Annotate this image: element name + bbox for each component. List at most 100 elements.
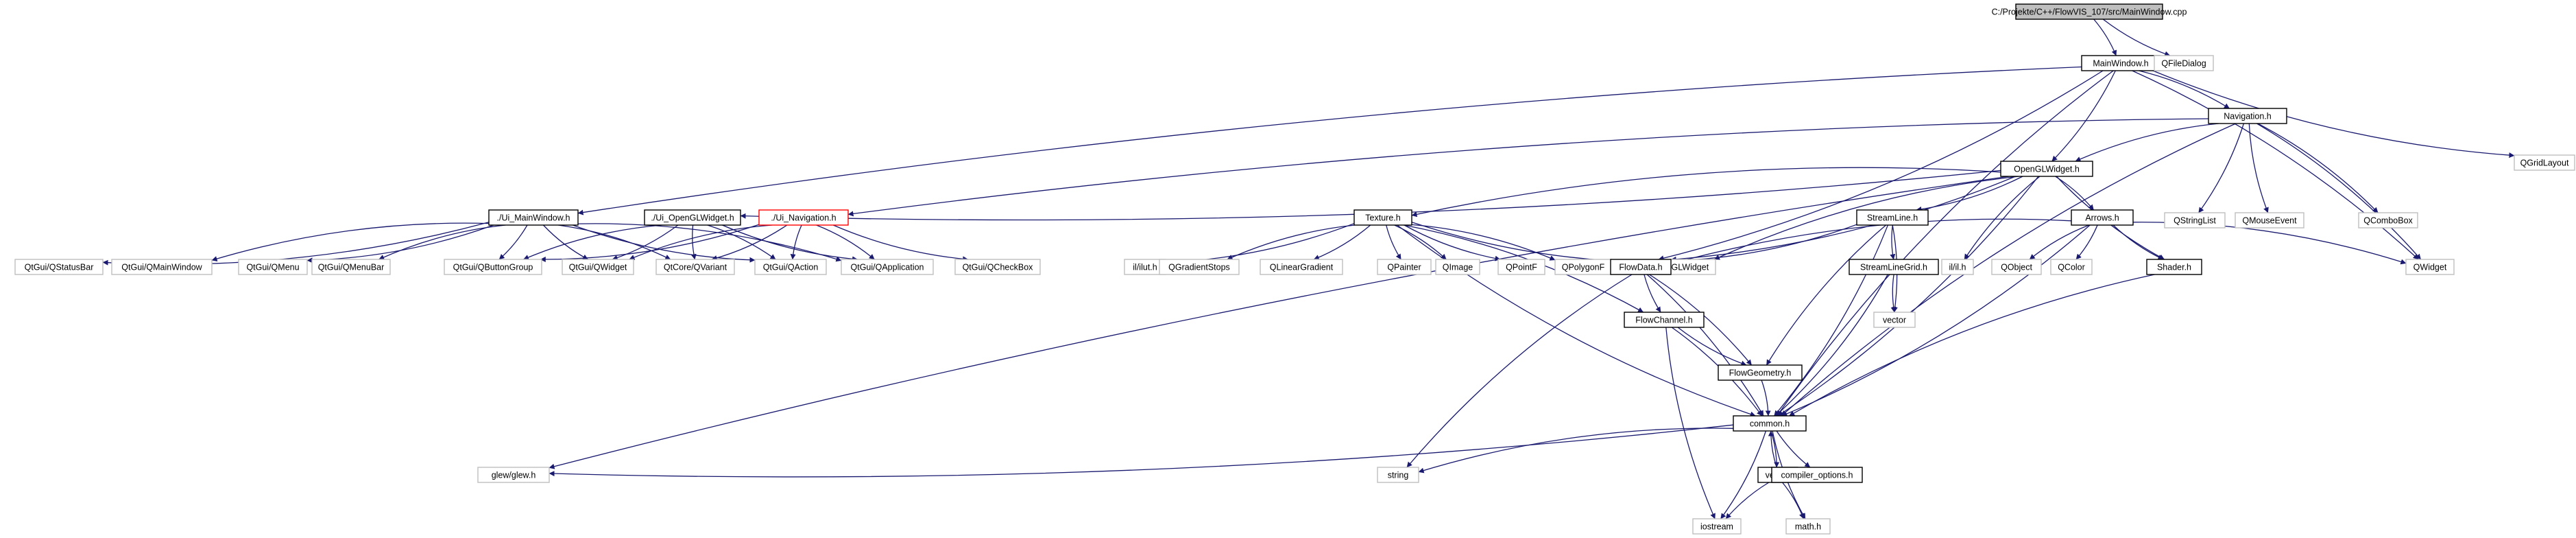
- node-label-flowchannel_h: FlowChannel.h: [1635, 315, 1692, 325]
- node-qstringlist[interactable]: QStringList: [2164, 212, 2226, 229]
- edge-streamline_h-to-common_h: [1774, 224, 1889, 417]
- edge-ui_openglwidget_h-to-qtgui_qwidget: [612, 224, 679, 261]
- edge-arrows_h-to-qcolor: [2075, 224, 2098, 260]
- edge-mainwindow_h-to-openglwidget_h: [2051, 70, 2116, 162]
- node-qmouseevent[interactable]: QMouseEvent: [2235, 212, 2304, 229]
- edge-ui_navigation_h-to-qtgui_qwidget: [629, 224, 773, 260]
- node-qtgui_qmenubar[interactable]: QtGui/QMenuBar: [311, 259, 391, 275]
- node-flowgeometry_h[interactable]: FlowGeometry.h: [1718, 364, 1803, 381]
- node-il_ilut_h[interactable]: il/ilut.h: [1124, 259, 1166, 275]
- node-label-arrows_h: Arrows.h: [2085, 213, 2119, 222]
- edge-texture_h-to-qpainter: [1386, 224, 1401, 260]
- node-ui_navigation_h[interactable]: ./Ui_Navigation.h: [758, 209, 849, 226]
- edge-texture_h-to-qglwidget: [1411, 222, 1659, 266]
- node-glew_h[interactable]: glew/glew.h: [477, 467, 550, 483]
- node-qimage[interactable]: QImage: [1435, 259, 1480, 275]
- node-label-qtgui_qstatusbar: QtGui/QStatusBar: [25, 262, 94, 272]
- node-iostream[interactable]: iostream: [1692, 518, 1742, 535]
- node-qtgui_qwidget[interactable]: QtGui/QWidget: [562, 259, 634, 275]
- node-box-qtgui_qstatusbar: [14, 259, 104, 275]
- edge-arrows_h-to-shader_h: [2112, 224, 2164, 260]
- edge-flowdata_h-to-common_h: [1646, 274, 1764, 417]
- edge-shader_h-to-common_h: [1789, 274, 2155, 417]
- node-label-qtgui_qmenu: QtGui/QMenu: [246, 262, 299, 272]
- edge-openglwidget_h-to-texture_h: [1411, 167, 2001, 218]
- node-qobject[interactable]: QObject: [1991, 259, 2042, 275]
- node-label-mainwindow_cpp: C:/Projekte/C++/FlowVIS_107/src/MainWind…: [1992, 7, 2187, 16]
- edge-flowdata_h-to-string: [1406, 274, 1633, 468]
- node-navigation_h[interactable]: Navigation.h: [2208, 108, 2287, 124]
- edge-texture_h-to-qlineargradient: [1313, 224, 1371, 260]
- node-qcombobox[interactable]: QComboBox: [2358, 212, 2418, 229]
- edge-ui_mainwindow_h-to-qtgui_qmainwindow: [211, 222, 490, 261]
- node-box-flowdata_h: [1610, 259, 1672, 275]
- node-label-qfiledialog: QFileDialog: [2161, 58, 2206, 68]
- node-openglwidget_h[interactable]: OpenGLWidget.h: [2000, 161, 2093, 177]
- node-box-qstringlist: [2164, 212, 2226, 229]
- node-common_h[interactable]: common.h: [1733, 415, 1807, 432]
- node-qpainter[interactable]: QPainter: [1377, 259, 1432, 275]
- edge-mainwindow_h-to-qwidget: [2132, 70, 2419, 260]
- node-flowchannel_h[interactable]: FlowChannel.h: [1624, 312, 1705, 328]
- edge-navigation_h-to-qwidget: [2256, 123, 2422, 260]
- node-qpolygonf[interactable]: QPolygonF: [1554, 259, 1612, 275]
- node-qlineargradient[interactable]: QLinearGradient: [1260, 259, 1343, 275]
- node-qtgui_qmenu[interactable]: QtGui/QMenu: [238, 259, 308, 275]
- node-ui_mainwindow_h[interactable]: ./Ui_MainWindow.h: [488, 209, 579, 226]
- node-label-openglwidget_h: OpenGLWidget.h: [2014, 164, 2080, 174]
- node-compiler_options_h[interactable]: compiler_options.h: [1771, 467, 1863, 483]
- edge-ui_openglwidget_h-to-qtgui_qaction: [707, 224, 776, 260]
- node-qtgui_qbuttongroup[interactable]: QtGui/QButtonGroup: [444, 259, 542, 275]
- node-label-math_h: math.h: [1795, 522, 1821, 531]
- node-qtgui_qmainwindow[interactable]: QtGui/QMainWindow: [111, 259, 213, 275]
- node-box-compiler_options_h: [1771, 467, 1863, 483]
- node-qgradientstops[interactable]: QGradientStops: [1159, 259, 1240, 275]
- node-texture_h[interactable]: Texture.h: [1353, 209, 1412, 226]
- node-vector[interactable]: vector: [1873, 312, 1916, 328]
- node-qtgui_qstatusbar[interactable]: QtGui/QStatusBar: [14, 259, 104, 275]
- node-label-string: string: [1388, 470, 1409, 480]
- node-qwidget[interactable]: QWidget: [2405, 259, 2455, 275]
- edge-mainwindow_h-to-qgridlayout: [2152, 70, 2515, 159]
- node-math_h[interactable]: math.h: [1785, 518, 1831, 535]
- node-mainwindow_h[interactable]: MainWindow.h: [2081, 55, 2160, 71]
- node-shader_h[interactable]: Shader.h: [2146, 259, 2202, 275]
- node-qcolor[interactable]: QColor: [2050, 259, 2093, 275]
- node-label-ui_openglwidget_h: ./Ui_OpenGLWidget.h: [651, 213, 734, 222]
- node-qpointf[interactable]: QPointF: [1497, 259, 1545, 275]
- edge-ui_mainwindow_h-to-qtcore_qvariant: [558, 224, 671, 260]
- node-il_h[interactable]: il/il.h: [1941, 259, 1974, 275]
- edge-texture_h-to-qpointf: [1404, 224, 1501, 261]
- node-label-qpainter: QPainter: [1387, 262, 1421, 272]
- node-label-qstringlist: QStringList: [2174, 215, 2216, 225]
- node-string[interactable]: string: [1377, 467, 1419, 483]
- node-qtgui_qcheckbox[interactable]: QtGui/QCheckBox: [954, 259, 1041, 275]
- node-flowdata_h[interactable]: FlowData.h: [1610, 259, 1672, 275]
- edge-common_h-to-iostream: [1720, 430, 1767, 519]
- node-box-qmouseevent: [2235, 212, 2304, 229]
- node-qglwidget[interactable]: QGLWidget: [1657, 259, 1716, 275]
- node-streamlinegrid_h[interactable]: StreamLineGrid.h: [1849, 259, 1939, 275]
- node-qtgui_qapplication[interactable]: QtGui/QApplication: [841, 259, 934, 275]
- node-qtcore_qvariant[interactable]: QtCore/QVariant: [655, 259, 735, 275]
- node-label-qtgui_qaction: QtGui/QAction: [763, 262, 819, 272]
- node-streamline_h[interactable]: StreamLine.h: [1856, 209, 1929, 226]
- node-mainwindow_cpp[interactable]: C:/Projekte/C++/FlowVIS_107/src/MainWind…: [1992, 3, 2187, 20]
- node-box-qcolor: [2050, 259, 2093, 275]
- edge-streamlinegrid_h-to-vector: [1890, 274, 1897, 313]
- node-arrows_h[interactable]: Arrows.h: [2071, 209, 2134, 226]
- node-label-common_h: common.h: [1750, 419, 1790, 428]
- node-label-qtgui_qcheckbox: QtGui/QCheckBox: [963, 262, 1034, 272]
- node-label-ui_navigation_h: ./Ui_Navigation.h: [771, 213, 836, 222]
- node-label-qlineargradient: QLinearGradient: [1270, 262, 1334, 272]
- node-box-vector: [1873, 312, 1916, 328]
- node-ui_openglwidget_h[interactable]: ./Ui_OpenGLWidget.h: [644, 209, 741, 226]
- edge-openglwidget_h-to-common_h: [1777, 176, 2039, 417]
- node-label-qtgui_qapplication: QtGui/QApplication: [851, 262, 924, 272]
- node-qtgui_qaction[interactable]: QtGui/QAction: [754, 259, 827, 275]
- edge-arrows_h-to-flowdata_h: [1670, 218, 2072, 266]
- node-label-qgridlayout: QGridLayout: [2520, 158, 2569, 167]
- node-box-qfiledialog: [2154, 55, 2214, 71]
- node-qgridlayout[interactable]: QGridLayout: [2514, 154, 2575, 171]
- node-qfiledialog[interactable]: QFileDialog: [2154, 55, 2214, 71]
